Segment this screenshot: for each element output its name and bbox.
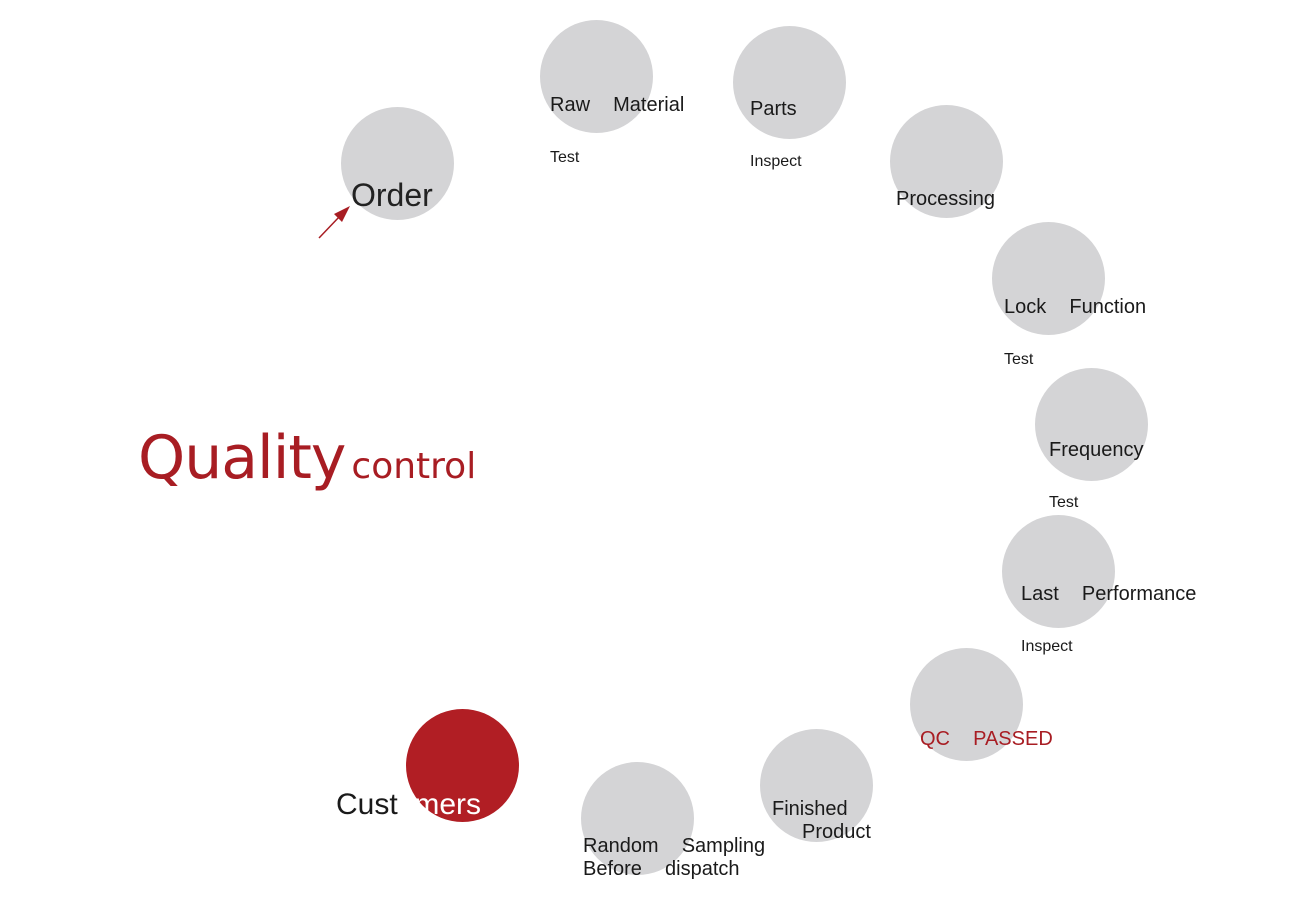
step-node-order	[341, 107, 454, 220]
step-label-lock-function: Lock Function Test	[1004, 296, 1147, 368]
step-node-lock-function	[992, 222, 1105, 335]
step-node-processing	[890, 105, 1003, 218]
step-label-raw-material: Raw Material Test	[550, 94, 685, 166]
step-node-customers	[406, 709, 519, 822]
step-label-last-performance: Last Performance Inspect	[1021, 583, 1197, 655]
title-main: Quality	[138, 423, 346, 493]
step-node-last-performance	[1002, 515, 1115, 628]
step-label-product: Product	[802, 821, 871, 843]
step-node-random-sampling	[581, 762, 694, 875]
step-label-qc-passed: QC PASSED	[920, 728, 1053, 750]
step-label-random-sampling: Random Sampling	[583, 835, 766, 857]
step-label-processing: Processing	[896, 188, 995, 210]
step-label-frequency: Frequency Test	[1049, 439, 1144, 511]
step-node-parts	[733, 26, 846, 139]
step-node-qc-passed	[910, 648, 1023, 761]
step-node-raw-material	[540, 20, 653, 133]
step-label-finished: Finished	[772, 798, 848, 820]
step-label-customers: Customers	[336, 788, 482, 821]
step-node-finished-product	[760, 729, 873, 842]
step-node-frequency	[1035, 368, 1148, 481]
title-sub: control	[351, 446, 477, 487]
step-label-before-dispatch: Before dispatch	[583, 858, 740, 880]
step-label-parts: Parts Inspect	[750, 98, 802, 170]
step-label-order: Order	[351, 177, 433, 213]
